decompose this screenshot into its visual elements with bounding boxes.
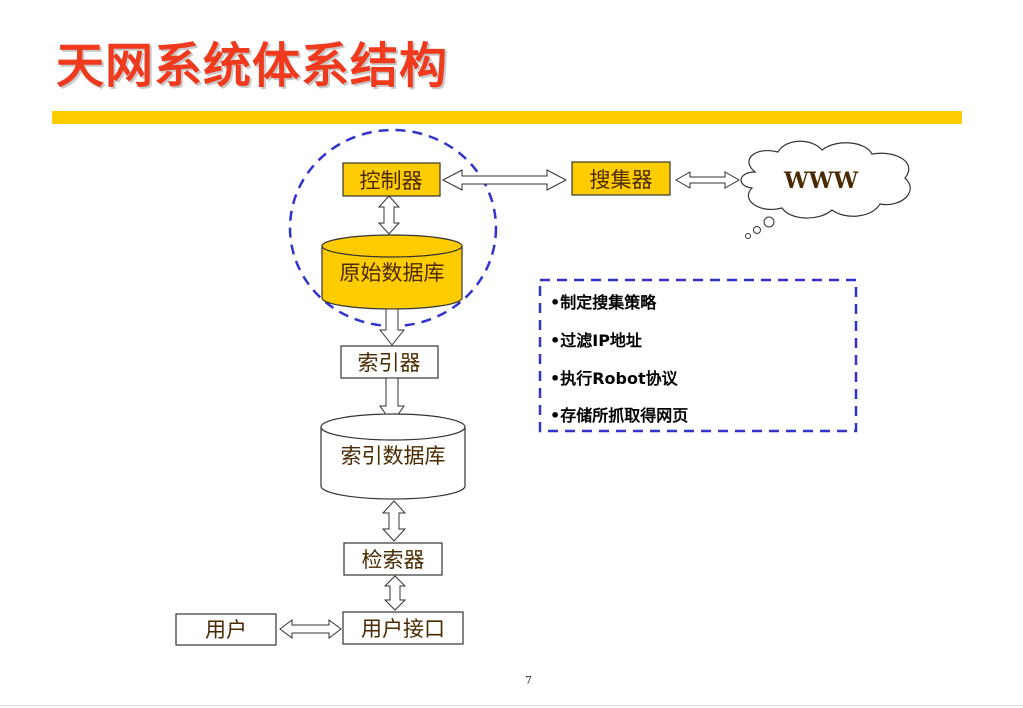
collector-node: 搜集器	[571, 161, 671, 196]
slide-title: 天网系统体系结构	[56, 38, 449, 94]
controller-collector-arrow	[441, 169, 568, 191]
searcher-node: 检索器	[343, 542, 443, 576]
indexer-node: 索引器	[340, 345, 439, 379]
controller-label: 控制器	[360, 169, 423, 193]
function-item-label: 存储所抓取得网页	[560, 406, 689, 425]
page-number: 7	[525, 674, 532, 687]
bullet: •	[550, 293, 561, 312]
www-label: WWW	[783, 168, 858, 194]
collector-label: 搜集器	[590, 168, 653, 192]
searcher-label: 检索器	[362, 548, 425, 572]
title-underline-bar	[52, 111, 962, 124]
user-interface-user-arrow	[279, 619, 342, 639]
function-item: •执行Robot协议	[550, 365, 678, 389]
function-item-label: 过滤IP地址	[560, 331, 642, 350]
collector-www-arrow	[674, 171, 741, 189]
function-item: •存储所抓取得网页	[550, 402, 688, 426]
searcher-interface-arrow	[383, 575, 407, 611]
controller-node: 控制器	[342, 162, 441, 197]
function-item-label: 执行Robot协议	[560, 369, 678, 388]
bullet: •	[550, 406, 561, 425]
function-item-label: 制定搜集策略	[560, 293, 657, 312]
user-label: 用户	[205, 618, 247, 642]
collector-functions-box	[538, 278, 858, 433]
bullet: •	[550, 369, 561, 388]
www-cloud: WWW	[740, 140, 911, 239]
index-database-label: 索引数据库	[341, 444, 446, 468]
index-database-node: 索引数据库	[320, 413, 466, 500]
controller-rawdb-arrow	[377, 195, 401, 235]
raw-database-node: 原始数据库	[321, 234, 463, 310]
bottom-divider	[0, 705, 1023, 706]
indexdb-searcher-arrow	[381, 500, 407, 542]
indexer-label: 索引器	[358, 351, 421, 375]
user-interface-label: 用户接口	[361, 617, 445, 641]
function-item: •过滤IP地址	[550, 327, 642, 351]
bullet: •	[550, 331, 561, 350]
user-interface-node: 用户接口	[342, 611, 464, 645]
raw-database-label: 原始数据库	[340, 261, 445, 285]
rawdb-indexer-arrow	[378, 308, 406, 346]
user-node: 用户	[175, 613, 277, 646]
function-item: •制定搜集策略	[550, 289, 656, 313]
